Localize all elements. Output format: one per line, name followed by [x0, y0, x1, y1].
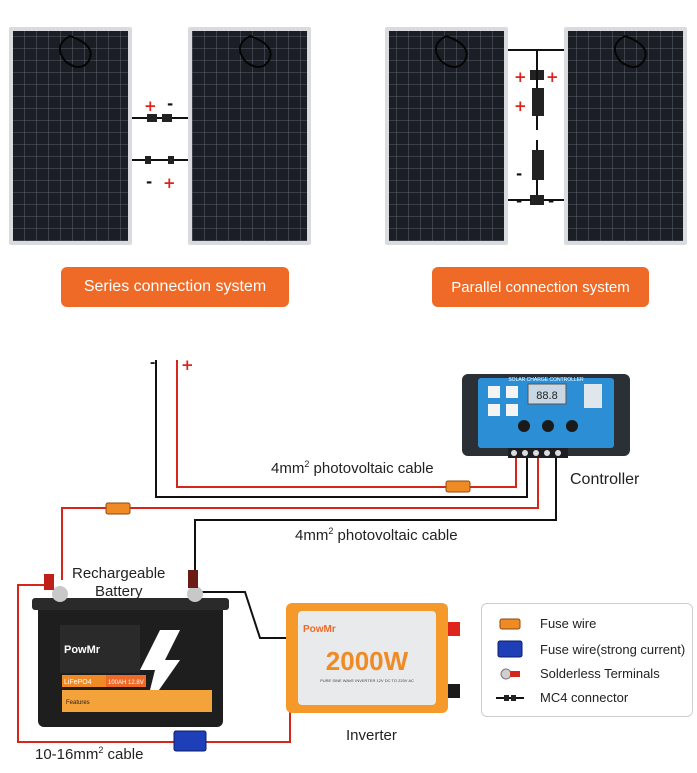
series-mc4-connectors — [132, 114, 188, 164]
series-plus-bottom: + — [163, 174, 176, 192]
legend-item-solderless-terminals: Solderless Terminals — [490, 666, 660, 681]
battery-illustration: PowMr LiFePO4 100AH 12.8V Features — [32, 570, 229, 727]
pv-negative-wire — [155, 360, 528, 498]
svg-text:2000W: 2000W — [326, 646, 409, 676]
series-minus-top: - — [167, 95, 174, 113]
parallel-panel-right — [564, 27, 687, 245]
battery-fuse-icon — [105, 502, 131, 515]
svg-text:PowMr: PowMr — [64, 644, 101, 656]
controller-label: Controller — [570, 471, 640, 488]
pv-cable-label-upper: 4mm2 photovoltaic cable — [271, 459, 434, 477]
battery-label: Rechargeable Battery — [72, 565, 166, 600]
svg-text:PURE SINE WAVE INVERTER 12V DC: PURE SINE WAVE INVERTER 12V DC TO 220V A… — [320, 678, 414, 683]
legend-box: Fuse wire Fuse wire(strong current) Sold… — [481, 603, 693, 717]
charge-controller: 88.8 SOLAR CHARGE CONTROLLER — [462, 374, 630, 458]
blue-fuse-icon — [490, 640, 530, 658]
battery-cable-label: 10-16mm2 cable — [35, 745, 144, 763]
solar-panels-illustration — [9, 27, 687, 245]
svg-text:LiFePO4: LiFePO4 — [64, 679, 92, 686]
parallel-plus-2: + — [546, 68, 559, 86]
pv-minus-mark: - — [150, 354, 156, 371]
legend-item-mc4-connector: MC4 connector — [490, 690, 628, 705]
mc4-connector-icon — [490, 693, 530, 703]
terminal-icon — [490, 667, 530, 681]
parallel-connection-label: Parallel connection system — [432, 267, 649, 307]
legend-item-fuse-wire: Fuse wire — [490, 616, 596, 631]
pv-plus-mark: + — [181, 356, 194, 374]
svg-text:Features: Features — [66, 700, 90, 706]
svg-text:88.8: 88.8 — [536, 390, 557, 402]
series-panel-left — [9, 27, 132, 245]
series-plus-top: + — [144, 97, 157, 115]
parallel-plus-1: + — [514, 68, 527, 86]
pv-positive-wire — [176, 360, 517, 488]
inverter-label: Inverter — [346, 727, 397, 744]
series-connection-label: Series connection system — [61, 267, 289, 307]
battery-negative-wire — [194, 456, 557, 580]
orange-fuse-icon — [490, 618, 530, 630]
parallel-panel-left — [385, 27, 508, 245]
parallel-minus-3: - — [548, 192, 555, 210]
inverter-negative-wire — [200, 591, 288, 639]
wiring-diagram: 88.8 SOLAR CHARGE CONTROLLER PowMr LiFeP… — [17, 360, 630, 752]
pv-cable-label-lower: 4mm2 photovoltaic cable — [295, 526, 458, 544]
legend-item-fuse-wire-strong: Fuse wire(strong current) — [490, 640, 685, 658]
strong-current-fuse-icon — [173, 730, 207, 752]
inverter-illustration: PowMr 2000W PURE SINE WAVE INVERTER 12V … — [286, 603, 460, 713]
inverter-positive-wire — [17, 584, 291, 743]
battery-positive-wire — [61, 456, 539, 580]
parallel-plus-3: + — [514, 97, 527, 115]
pv-fuse-icon — [445, 480, 471, 493]
series-panel-right — [188, 27, 311, 245]
svg-text:PowMr: PowMr — [303, 624, 336, 635]
svg-text:100AH 12.8V: 100AH 12.8V — [108, 680, 144, 686]
series-minus-bottom: - — [146, 173, 153, 191]
parallel-minus-1: - — [516, 165, 523, 183]
parallel-minus-2: - — [516, 192, 523, 210]
parallel-branch-connectors — [508, 49, 564, 205]
svg-text:SOLAR CHARGE CONTROLLER: SOLAR CHARGE CONTROLLER — [508, 377, 584, 383]
